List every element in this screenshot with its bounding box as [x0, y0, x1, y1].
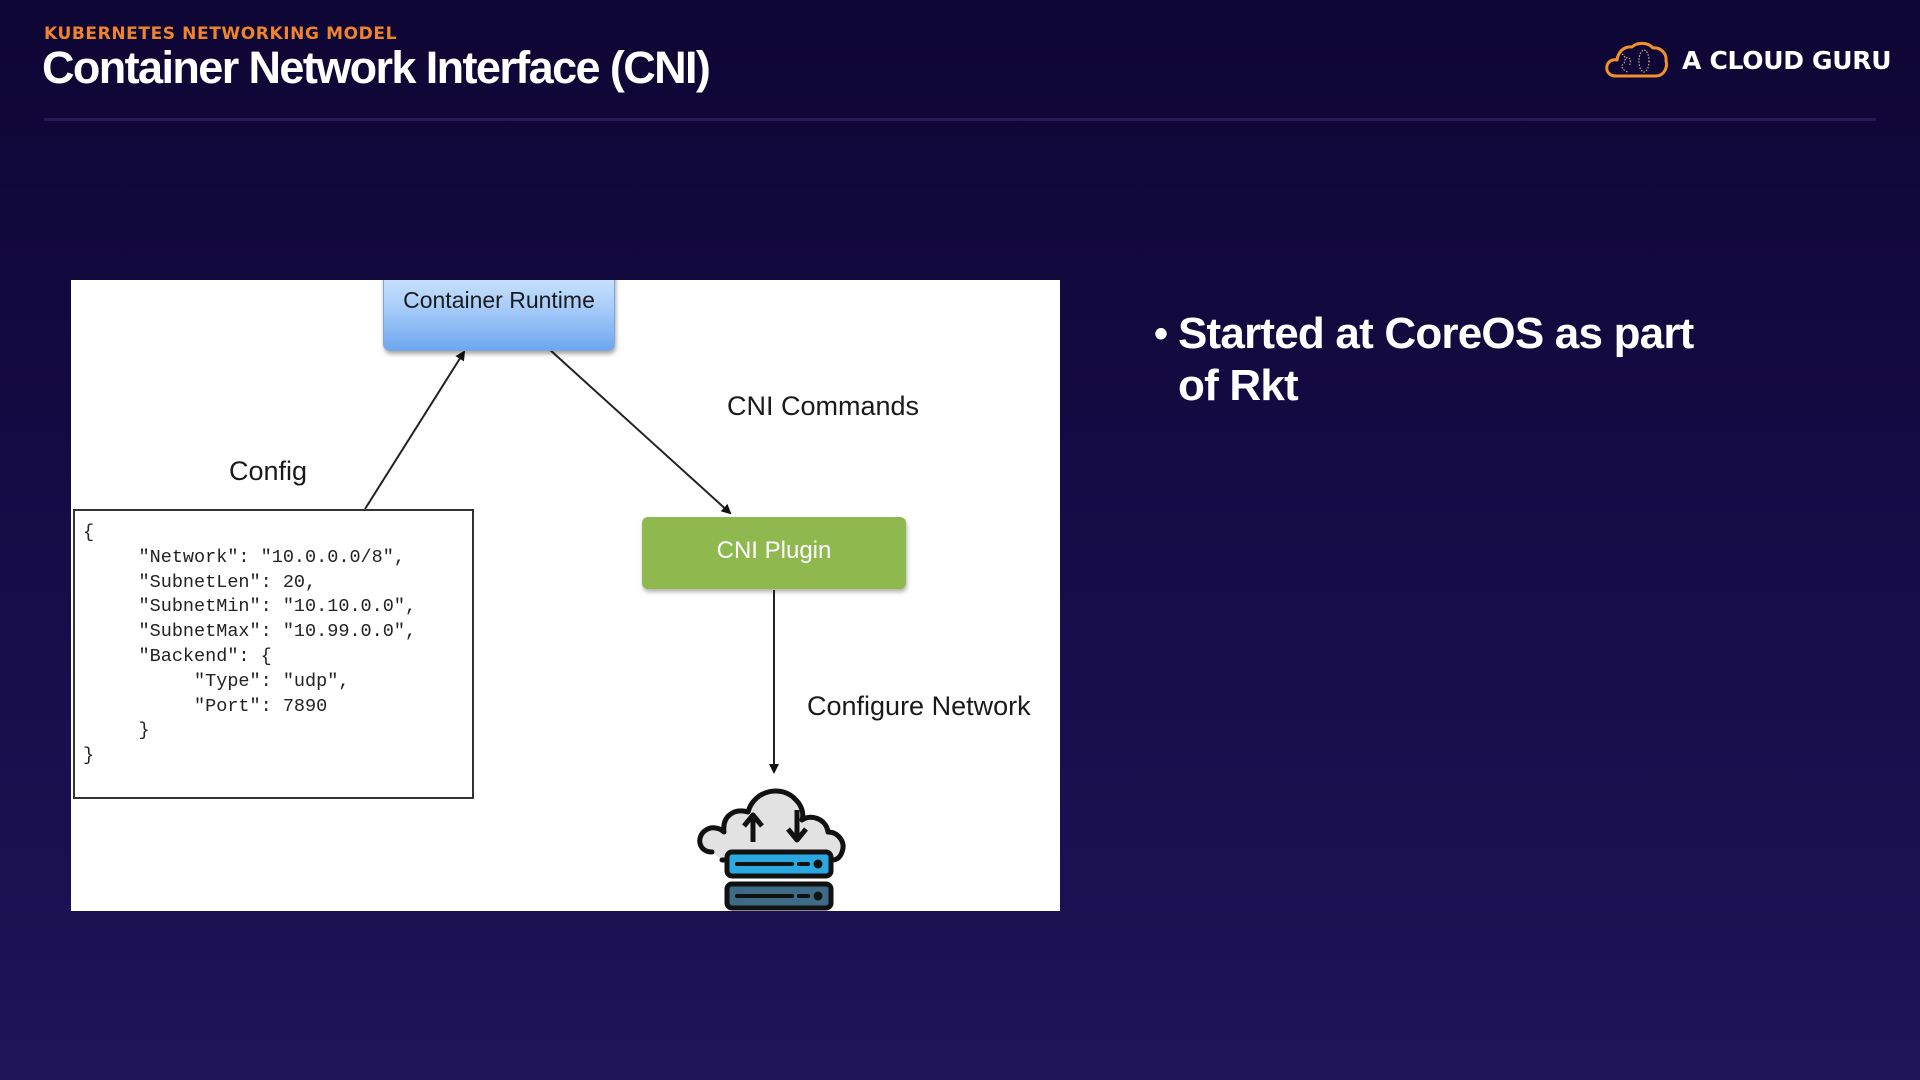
eyebrow-label: KUBERNETES NETWORKING MODEL [44, 24, 398, 44]
brand-name: A CLOUD GURU [1682, 45, 1892, 75]
cni-commands-arrow [548, 348, 732, 515]
container-runtime-box: Container Runtime [383, 280, 615, 351]
divider [44, 118, 1876, 121]
cni-diagram: Container Runtime CNI Commands Config CN… [71, 280, 1060, 911]
diagram-arrows [364, 348, 779, 774]
brand-logo: A CLOUD GURU [1604, 38, 1892, 82]
bullet-text: Started at CoreOS as part of Rkt [1178, 309, 1694, 410]
cloud-logo-icon [1605, 41, 1668, 78]
slide-title: Container Network Interface (CNI) [42, 42, 711, 93]
config-arrow [364, 350, 466, 510]
config-label: Config [229, 456, 308, 486]
cni-commands-label: CNI Commands [727, 391, 920, 421]
bullet-dot: • [1154, 312, 1168, 356]
cni-plugin-box: CNI Plugin [642, 517, 906, 589]
config-json-code: { "Network": "10.0.0.0/8", "SubnetLen": … [83, 522, 417, 767]
container-runtime-label: Container Runtime [403, 287, 595, 313]
config-box: { "Network": "10.0.0.0/8", "SubnetLen": … [73, 509, 474, 799]
configure-network-label: Configure Network [807, 691, 1031, 721]
cni-plugin-label: CNI Plugin [716, 537, 832, 564]
cloud-server-network-icon [697, 788, 846, 911]
